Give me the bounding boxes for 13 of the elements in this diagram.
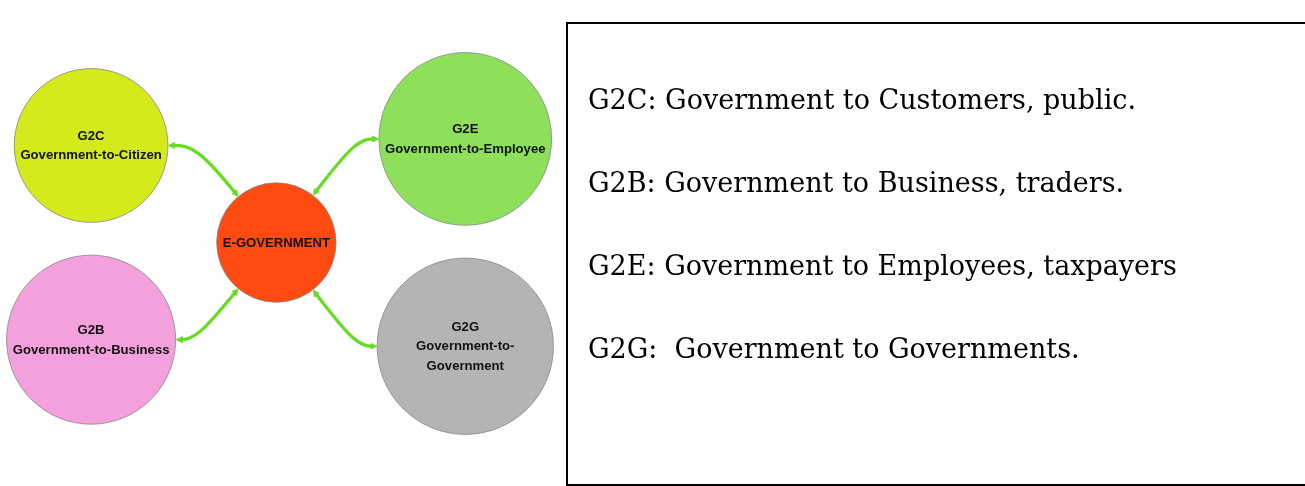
node-circle: G2C Government-to-Citizen <box>13 67 169 223</box>
node-circle: G2B Government-to-Business <box>6 254 177 425</box>
node-circle: G2G Government-to-Government <box>376 257 554 435</box>
definition-text: G2C: Government to Customers, public. <box>588 84 1137 115</box>
definition-text: G2E: Government to Employees, taxpayers <box>588 250 1178 281</box>
node-circle: E-GOVERNMENT <box>216 181 337 303</box>
definition-text: G2B: Government to Business, traders. <box>588 167 1126 198</box>
definition-text: G2G: Government to Governments. <box>588 333 1081 364</box>
node-circle: G2E Government-to-Employee <box>378 51 553 226</box>
arrow <box>312 134 380 195</box>
arrow <box>167 141 239 197</box>
arrow <box>312 289 378 350</box>
arrow <box>175 287 239 343</box>
